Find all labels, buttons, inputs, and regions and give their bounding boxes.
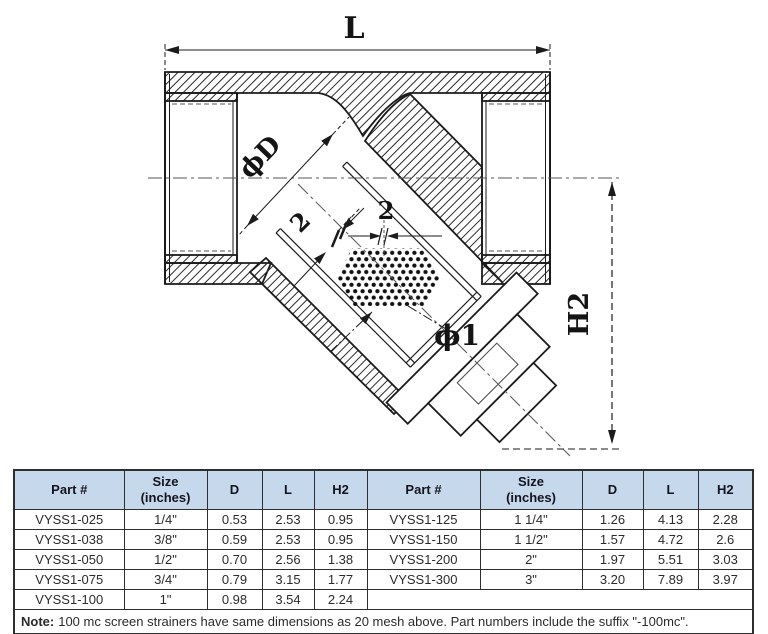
dim-label-phi1: ϕ1 [434, 319, 480, 352]
table-cell: 0.53 [206, 509, 263, 530]
table-cell: 7.89 [642, 569, 699, 590]
table-cell: 3.54 [261, 589, 315, 610]
table-cell: 5.51 [642, 549, 699, 570]
table-cell: 1 1/2" [479, 529, 583, 550]
table-cell: 4.72 [642, 529, 699, 550]
column-header-size-right: Size (inches) [479, 469, 583, 510]
table-cell: 0.79 [206, 569, 263, 590]
table-cell: 1.77 [313, 569, 368, 590]
table-cell: VYSS1-100 [13, 589, 125, 610]
socket-block-top-left [164, 92, 238, 102]
empty-cell [366, 589, 754, 610]
column-header-size-left: Size (inches) [123, 469, 208, 510]
note-row: Note:100 mc screen strainers have same d… [13, 609, 754, 634]
column-header-h2-right: H2 [697, 469, 754, 510]
table-cell: 1" [123, 589, 208, 610]
table-cell: VYSS1-075 [13, 569, 125, 590]
column-header-d-left: D [206, 469, 263, 510]
table-cell: 3" [479, 569, 583, 590]
table-cell: 1.97 [581, 549, 644, 570]
table-cell: VYSS1-300 [366, 569, 481, 590]
mesh-pattern [337, 248, 440, 306]
valve-body-walls [164, 71, 551, 416]
top-wall [164, 71, 551, 138]
dimension-phi1 [329, 305, 447, 353]
dimension-phiD [237, 116, 350, 237]
dimension-L [164, 44, 551, 70]
table-cell: 0.70 [206, 549, 263, 570]
note-prefix: Note: [21, 614, 55, 629]
partition-wall [363, 92, 504, 284]
table-cell: 3.03 [697, 549, 754, 570]
centerlines [148, 177, 622, 457]
table-cell: 2" [479, 549, 583, 570]
table-cell: 3.15 [261, 569, 315, 590]
dimension-mesh-pitch-horizontal [348, 220, 442, 256]
port-lines [164, 72, 551, 284]
table-cell: 3/4" [123, 569, 208, 590]
dimensions-table: Part # Size (inches) D L H2 Part # Size … [13, 469, 754, 634]
table-cell: 1/4" [123, 509, 208, 530]
note-text: 100 mc screen strainers have same dimens… [58, 614, 689, 629]
table-cell: 1/2" [123, 549, 208, 570]
table-cell: VYSS1-038 [13, 529, 125, 550]
table-cell: 0.98 [206, 589, 263, 610]
dim-label-H2: H2 [564, 292, 595, 336]
branch-lower-wall [248, 256, 410, 416]
table-cell: 1.57 [581, 529, 644, 550]
table-cell: VYSS1-050 [13, 549, 125, 570]
table-cell: 0.95 [313, 529, 368, 550]
table-cell: 2.53 [261, 529, 315, 550]
socket-block-top-right [481, 92, 551, 102]
column-header-part-right: Part # [366, 469, 481, 510]
dimension-mesh-pitch-diagonal [293, 207, 365, 287]
table-cell: 2.28 [697, 509, 754, 530]
column-header-part-left: Part # [13, 469, 125, 510]
column-header-h2-left: H2 [313, 469, 368, 510]
socket-block-bottom-right [481, 254, 551, 264]
dimension-H2 [502, 182, 622, 450]
table-cell: 4.13 [642, 509, 699, 530]
table-cell: 3.97 [697, 569, 754, 590]
column-header-d-right: D [581, 469, 644, 510]
table-cell: 2.6 [697, 529, 754, 550]
column-header-l-right: L [642, 469, 699, 510]
column-header-l-left: L [261, 469, 315, 510]
branch-centerline [297, 183, 571, 457]
table-cell: 1.38 [313, 549, 368, 570]
table-cell: 2.56 [261, 549, 315, 570]
table-cell: VYSS1-200 [366, 549, 481, 570]
table-cell: 3/8" [123, 529, 208, 550]
table-cell: 1.26 [581, 509, 644, 530]
socket-block-bottom-left [164, 254, 238, 264]
dim-label-L: L [343, 11, 364, 46]
table-cell: 2.24 [313, 589, 368, 610]
table-cell: 2.53 [261, 509, 315, 530]
table-header-row: Part # Size (inches) D L H2 Part # Size … [13, 469, 754, 510]
table-cell: VYSS1-025 [13, 509, 125, 530]
table-cell: 1 1/4" [479, 509, 583, 530]
note-cell: Note:100 mc screen strainers have same d… [13, 609, 754, 634]
strainer-technical-drawing: L ϕD 2 [148, 11, 622, 457]
table-cell: VYSS1-125 [366, 509, 481, 530]
table-cell: VYSS1-150 [366, 529, 481, 550]
cap-recess [456, 342, 519, 405]
strainer-cross-section-svg: L ϕD 2 [148, 11, 622, 457]
table-cell: 0.59 [206, 529, 263, 550]
table-cell: 3.20 [581, 569, 644, 590]
dim-label-mesh-pitch-horizontal: 2 [378, 196, 395, 225]
table-cell: 0.95 [313, 509, 368, 530]
